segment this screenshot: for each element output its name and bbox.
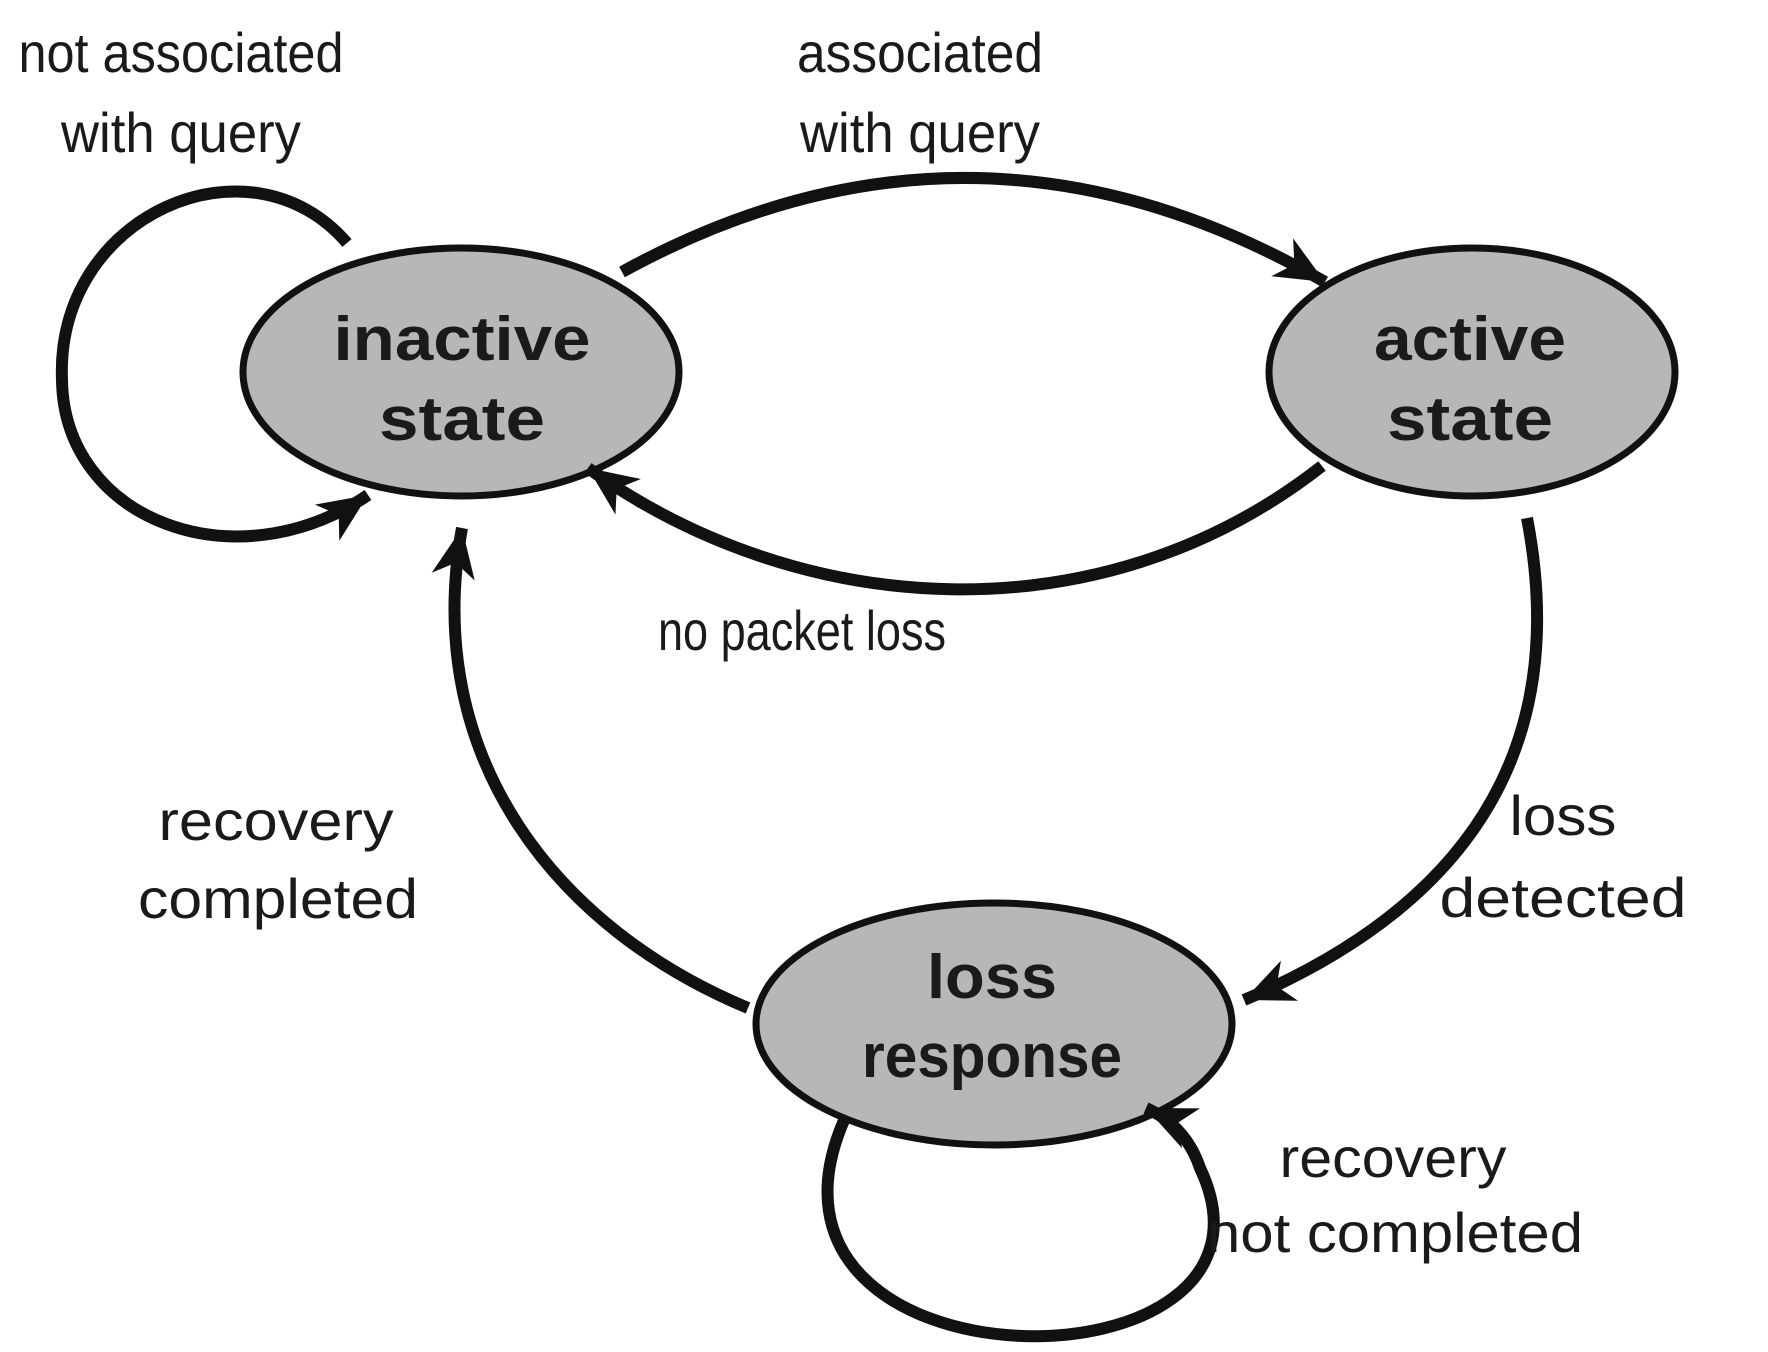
transition-arc-loss-detected: [1241, 516, 1544, 1006]
state-label-inactive-line1: inactive: [334, 305, 591, 374]
transition-label-not-associated-line2: with query: [60, 101, 301, 164]
transition-arc-not-associated-self-loop: [55, 185, 372, 543]
state-ellipse-inactive: [239, 244, 683, 500]
state-ellipse-loss-response: [752, 899, 1236, 1149]
transition-label-associated-line2: with query: [799, 101, 1040, 164]
transition-label-no-packet-loss: no packet loss: [658, 599, 946, 662]
transition-arc-associated: [619, 172, 1328, 288]
transition-label-not-associated-line1: not associated: [19, 21, 344, 84]
transition-label-recovery-not-completed-line2: not completed: [1207, 1201, 1583, 1264]
transition-arc-recovery-not-completed-self-loop: [821, 1102, 1220, 1343]
state-label-loss-response-line1: loss: [927, 943, 1057, 1012]
transition-arc-no-packet-loss: [584, 461, 1326, 596]
state-label-active-line2: state: [1387, 385, 1553, 454]
transition-label-recovery-completed-line2: completed: [138, 867, 418, 930]
state-label-inactive-line2: state: [379, 385, 545, 454]
transition-label-recovery-not-completed-line1: recovery: [1280, 1126, 1507, 1189]
state-ellipse-active: [1265, 244, 1679, 500]
state-label-loss-response-line2: response: [862, 1022, 1122, 1091]
state-label-active-line1: active: [1374, 305, 1566, 374]
transition-label-loss-detected-line1: loss: [1510, 784, 1617, 847]
transition-arc-recovery-completed: [431, 526, 751, 1014]
transition-label-loss-detected-line2: detected: [1440, 866, 1687, 929]
transition-label-recovery-completed-line1: recovery: [159, 789, 394, 852]
transition-label-associated-line1: associated: [797, 21, 1043, 84]
